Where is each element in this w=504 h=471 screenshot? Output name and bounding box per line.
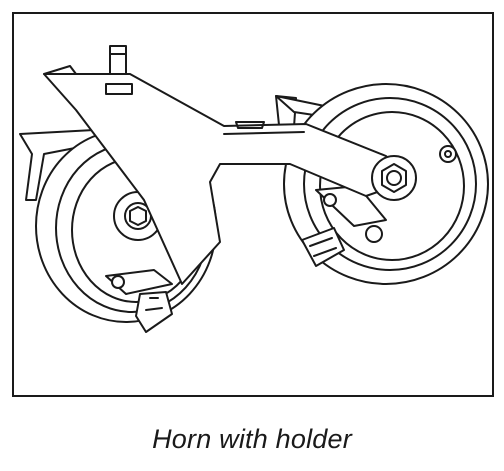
figure-caption: Horn with holder xyxy=(152,424,352,454)
horn-illustration xyxy=(19,45,489,333)
figure-frame xyxy=(12,12,494,397)
horn-holder-bracket xyxy=(43,45,417,285)
